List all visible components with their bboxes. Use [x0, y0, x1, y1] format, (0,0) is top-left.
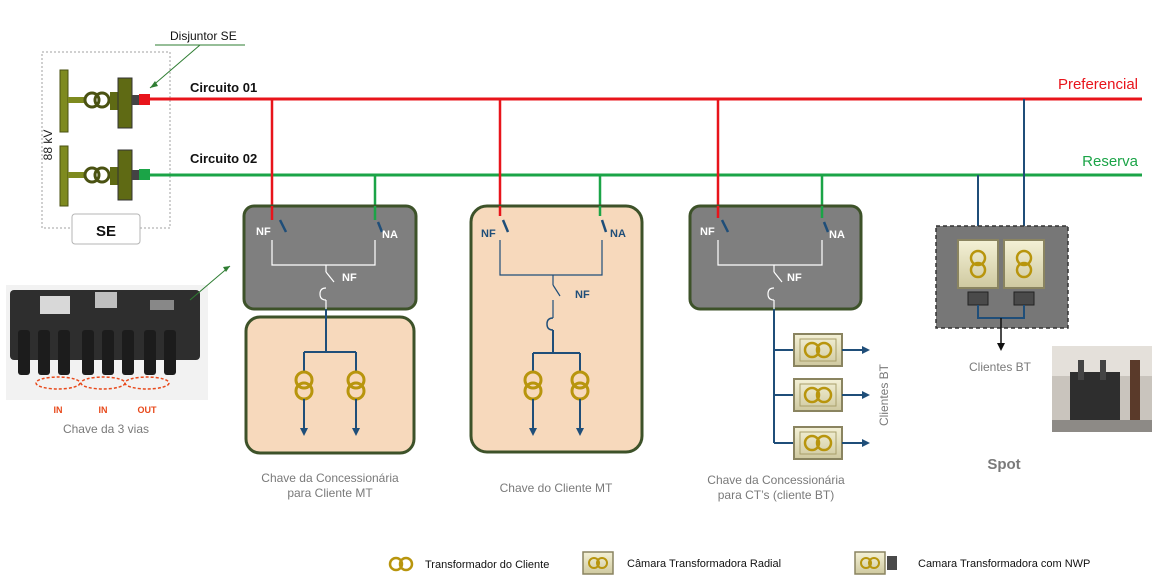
switch-a-nf-label: NF — [256, 226, 271, 238]
busbar-1 — [60, 70, 68, 132]
busbar-2 — [60, 146, 68, 206]
switch-a-nf-inner-label: NF — [342, 272, 357, 284]
switch-c: NF NA NF Clientes B — [690, 99, 891, 459]
switch-c-panel — [690, 206, 861, 309]
switch-c-na-label: NA — [829, 229, 845, 241]
chamber-radial-1 — [794, 334, 842, 366]
photo-in2-label: IN — [99, 405, 108, 415]
clientes-bt-spot-label: Clientes BT — [969, 360, 1032, 374]
switch-a-client-box — [246, 317, 414, 453]
chamber-radial-3 — [794, 427, 842, 459]
circuit-01-label: Circuito 01 — [190, 80, 257, 95]
switch-a: NF NA NF — [244, 99, 416, 453]
three-way-switch-photo: IN IN OUT — [6, 285, 208, 415]
substation: 88 kV SE — [41, 52, 170, 244]
switch-c-nf-inner-label: NF — [787, 272, 802, 284]
caption-c-line2: para CT’s (cliente BT) — [718, 488, 834, 502]
spot-chamber-box — [936, 226, 1068, 328]
nwp-chamber-icon — [855, 552, 897, 574]
photo-caption: Chave da 3 vias — [63, 422, 149, 436]
se-label: SE — [96, 223, 116, 240]
substation-bay-1 — [60, 70, 140, 132]
disjuntor-label: Disjuntor SE — [170, 29, 237, 43]
legend-item-3-label: Camara Transformadora com NWP — [918, 558, 1090, 570]
caption-b: Chave do Cliente MT — [500, 481, 613, 495]
chamber-radial-2 — [794, 379, 842, 411]
legend-item-1: Transformador do Cliente — [390, 558, 549, 571]
photo-in1-label: IN — [54, 405, 63, 415]
switch-b: NF NA NF — [471, 99, 642, 452]
clientes-bt-vertical-label: Clientes BT — [877, 363, 891, 426]
spot-photo — [1052, 346, 1152, 432]
switch-b-nf-label: NF — [481, 228, 496, 240]
legend-item-3: Camara Transformadora com NWP — [855, 552, 1090, 574]
legend-item-2: Câmara Transformadora Radial — [583, 552, 781, 574]
photo-out-label: OUT — [138, 405, 158, 415]
preferencial-label: Preferencial — [1058, 76, 1138, 93]
substation-bay-2 — [60, 146, 140, 206]
breaker-circuit-01 — [139, 94, 150, 105]
radial-chamber-icon — [583, 552, 613, 574]
switch-b-box — [471, 206, 642, 452]
switch-b-na-label: NA — [610, 228, 626, 240]
voltage-label: 88 kV — [41, 130, 55, 161]
legend-item-2-label: Câmara Transformadora Radial — [627, 558, 781, 570]
caption-a-line1: Chave da Concessionária — [261, 471, 399, 485]
spot-label: Spot — [987, 456, 1020, 473]
circuit-02-label: Circuito 02 — [190, 151, 257, 166]
breaker-circuit-02 — [139, 169, 150, 180]
switch-c-nf-label: NF — [700, 226, 715, 238]
legend-item-1-label: Transformador do Cliente — [425, 559, 549, 571]
switch-a-na-label: NA — [382, 229, 398, 241]
switch-a-panel — [244, 206, 416, 309]
caption-a-line2: para Cliente MT — [287, 486, 373, 500]
caption-c-line1: Chave da Concessionária — [707, 473, 845, 487]
legend: Transformador do Cliente Câmara Transfor… — [390, 552, 1090, 574]
reserva-label: Reserva — [1082, 153, 1139, 170]
client-transformer-icon — [390, 558, 412, 570]
switch-b-nf-inner-label: NF — [575, 289, 590, 301]
